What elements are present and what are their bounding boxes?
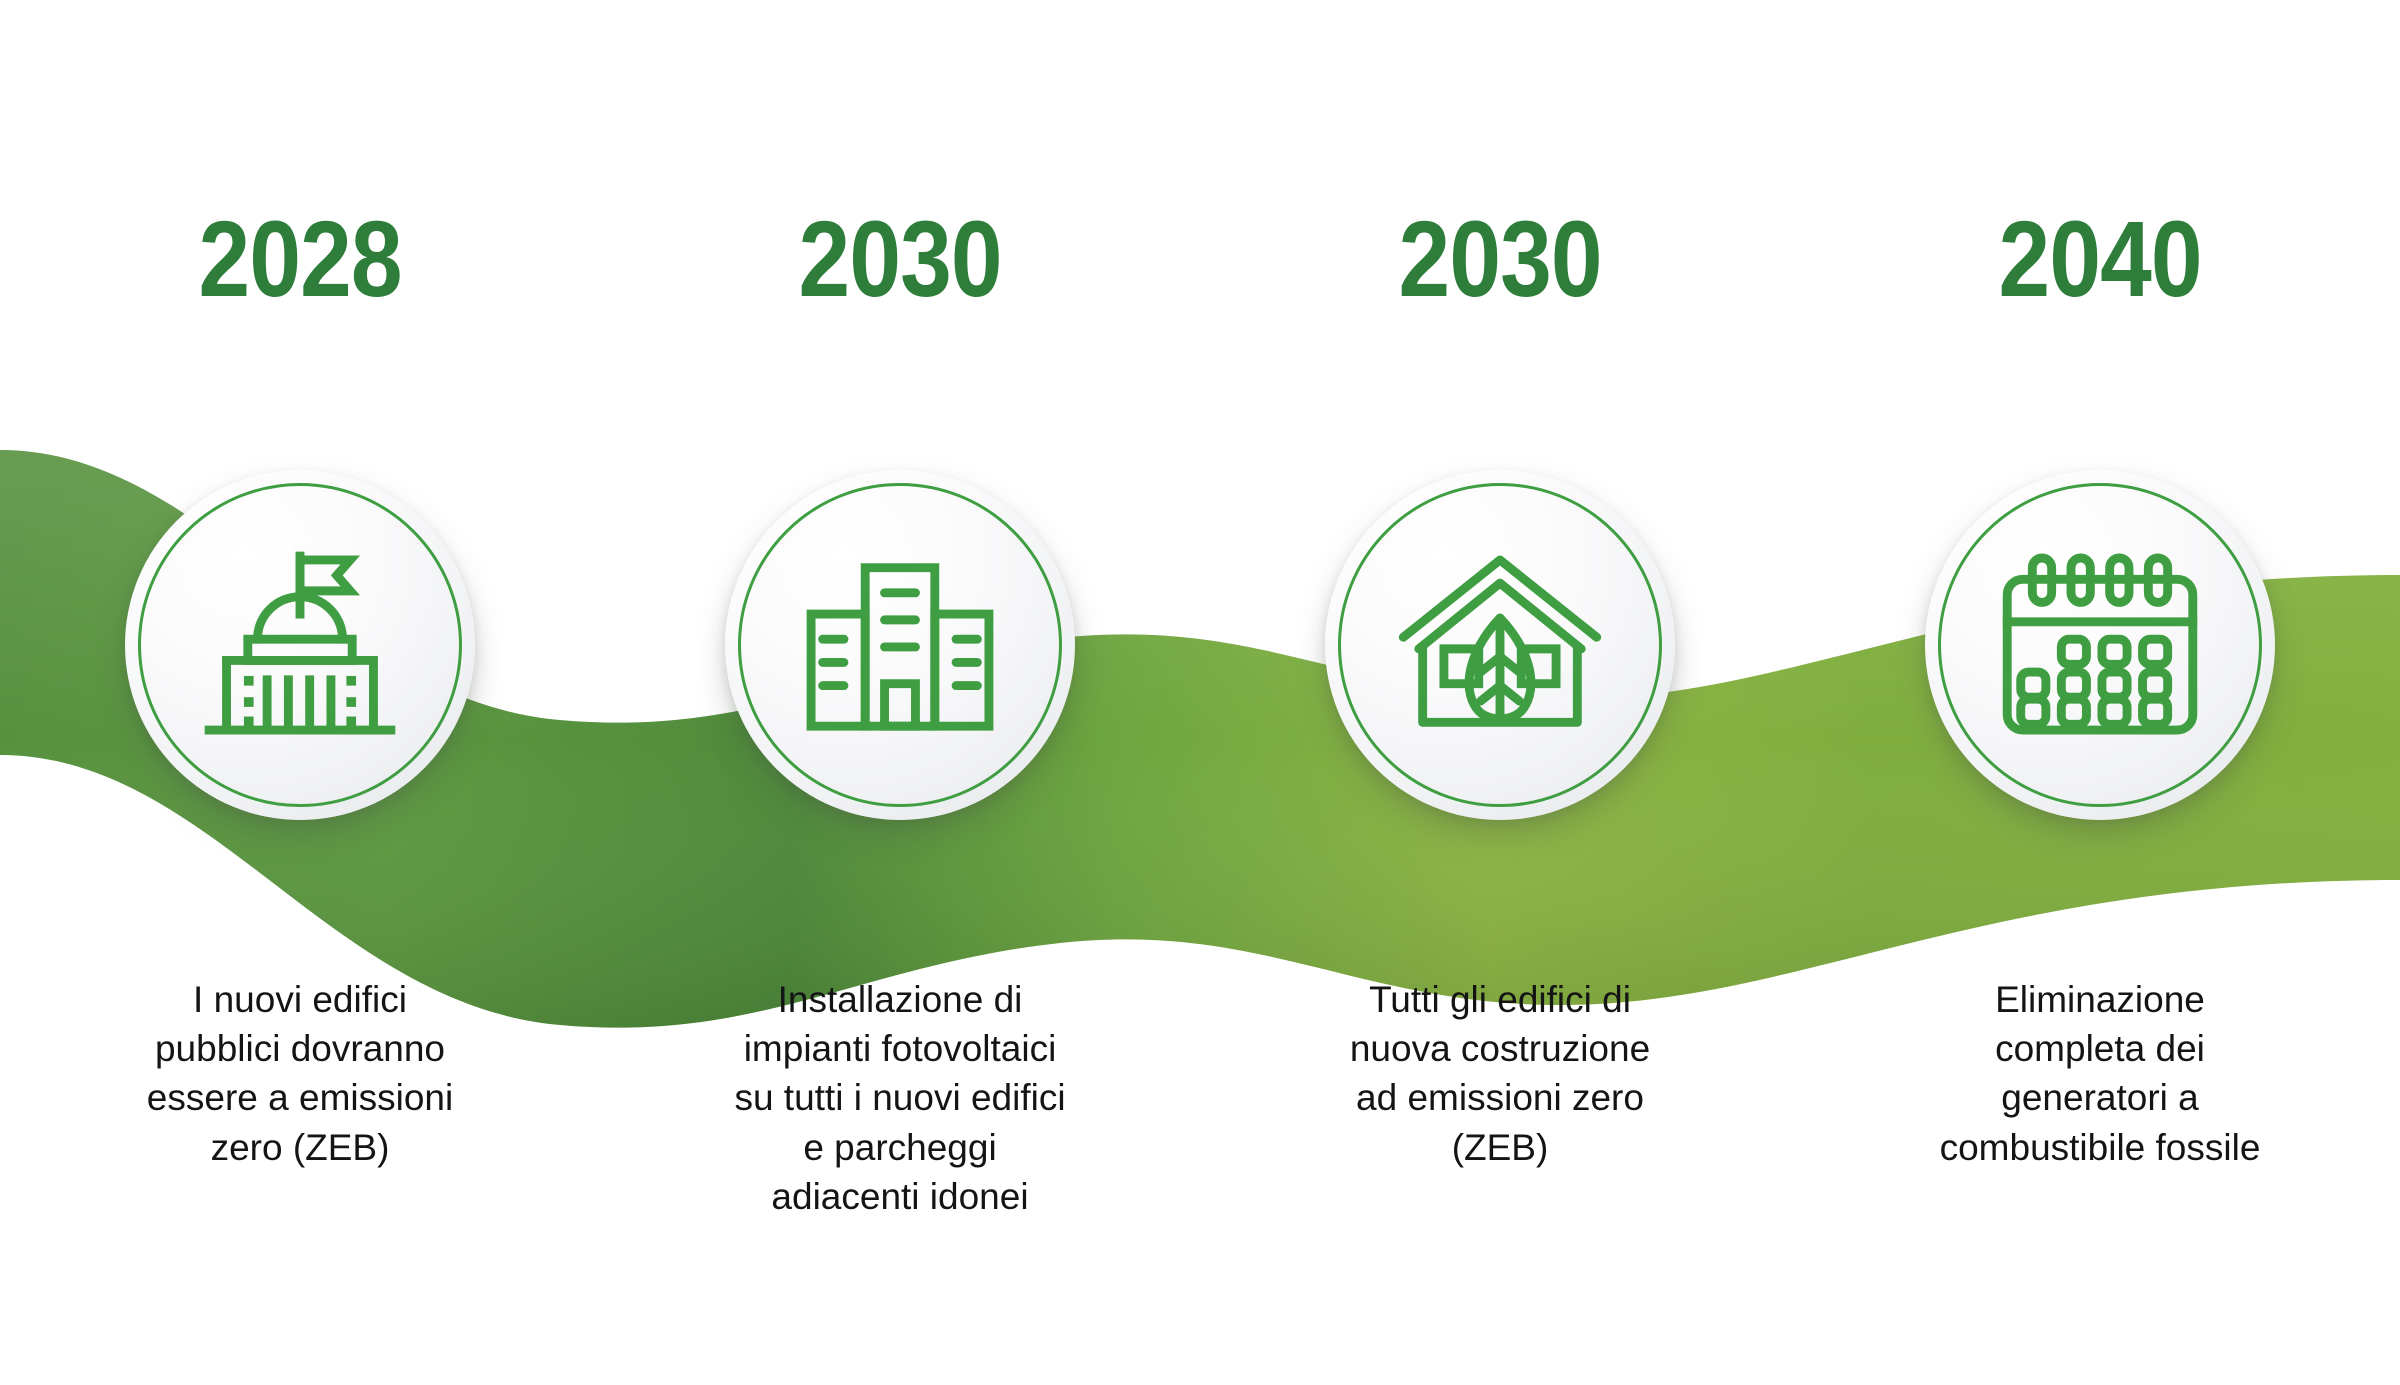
icon-disc-1[interactable] xyxy=(125,470,475,820)
years-row: 2028 2030 2030 2040 xyxy=(0,205,2400,335)
caption-cell-3: Tutti gli edifici di nuova costruzione a… xyxy=(1200,975,1800,1221)
caption-cell-2: Installazione di impianti fotovoltaici s… xyxy=(600,975,1200,1221)
icon-disc-3[interactable] xyxy=(1325,470,1675,820)
icon-disc-4[interactable] xyxy=(1925,470,2275,820)
calendar-icon xyxy=(2002,553,2198,735)
captions-row: I nuovi edifici pubblici dovranno essere… xyxy=(0,975,2400,1221)
year-label-2040: 2040 xyxy=(1998,198,2202,319)
year-cell-4: 2040 xyxy=(1800,205,2400,335)
circle-cell-3 xyxy=(1200,470,1800,890)
icon-circles-row xyxy=(0,470,2400,890)
year-cell-1: 2028 xyxy=(0,205,600,335)
eco-house-leaf-icon xyxy=(1398,555,1602,727)
government-building-icon xyxy=(204,551,396,735)
caption-cell-1: I nuovi edifici pubblici dovranno essere… xyxy=(0,975,600,1221)
circle-cell-1 xyxy=(0,470,600,890)
year-label-2030-b: 2030 xyxy=(1398,198,1602,319)
caption-2030-a: Installazione di impianti fotovoltaici s… xyxy=(734,979,1066,1217)
year-label-2028: 2028 xyxy=(198,198,402,319)
office-buildings-icon xyxy=(806,563,994,731)
year-label-2030-a: 2030 xyxy=(798,198,1002,319)
circle-cell-2 xyxy=(600,470,1200,890)
circle-cell-4 xyxy=(1800,470,2400,890)
caption-cell-4: Eliminazione completa dei generatori a c… xyxy=(1800,975,2400,1221)
caption-2040: Eliminazione completa dei generatori a c… xyxy=(1939,979,2261,1168)
year-cell-3: 2030 xyxy=(1200,205,1800,335)
caption-2030-b: Tutti gli edifici di nuova costruzione a… xyxy=(1349,979,1651,1168)
caption-2028: I nuovi edifici pubblici dovranno essere… xyxy=(146,979,454,1168)
year-cell-2: 2030 xyxy=(600,205,1200,335)
icon-disc-2[interactable] xyxy=(725,470,1075,820)
